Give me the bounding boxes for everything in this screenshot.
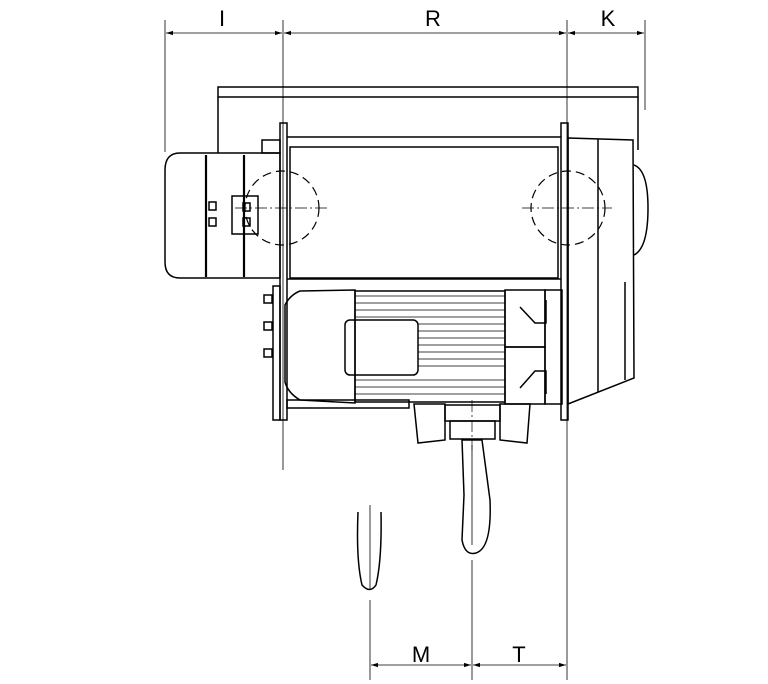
hook-main [461, 439, 491, 555]
gearbox-right [567, 137, 649, 406]
side-plate-left [279, 122, 288, 421]
cooling-fins [355, 295, 505, 395]
extension-lines [164, 20, 646, 680]
dimension-I: I [166, 6, 282, 36]
trolley-frame [217, 86, 639, 153]
bottom-block [413, 400, 531, 450]
dimension-label-M: M [412, 642, 430, 667]
dimension-M: M [371, 642, 471, 668]
rope-drum [287, 136, 561, 280]
travel-motor-left [164, 139, 281, 279]
dimension-label-R: R [425, 6, 441, 31]
bolts [263, 285, 281, 421]
terminal-box [344, 319, 419, 376]
dimension-label-T: T [512, 642, 525, 667]
dimension-label-K: K [601, 6, 616, 31]
hoist-motor [284, 289, 563, 409]
dimension-label-I: I [219, 6, 225, 31]
dimension-R: R [284, 6, 566, 36]
hook-secondary [356, 505, 382, 591]
dimension-T: T [473, 642, 566, 668]
dimension-K: K [568, 6, 644, 36]
